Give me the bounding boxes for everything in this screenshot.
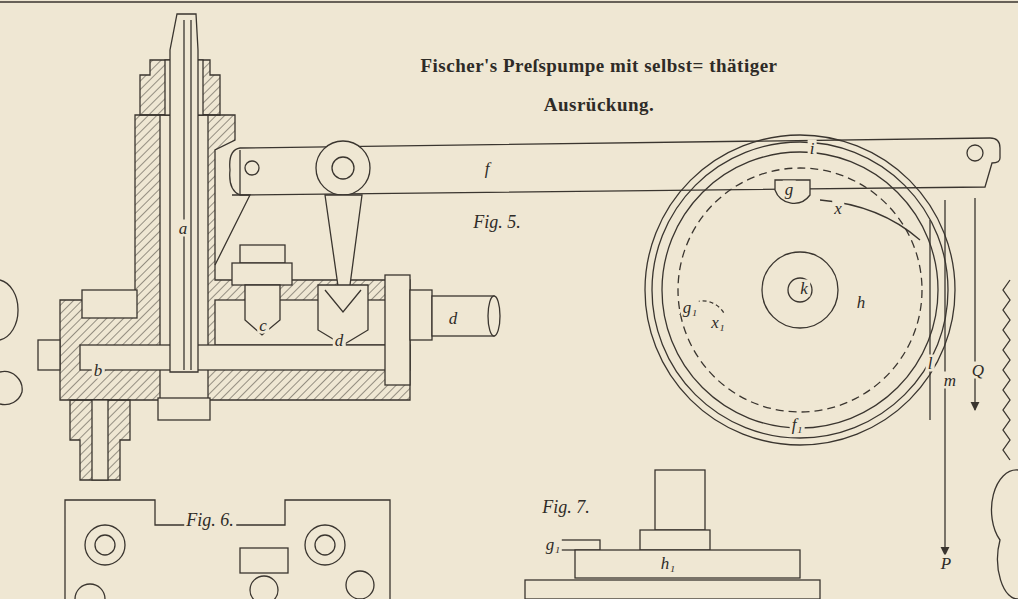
part-letter: h: [855, 294, 868, 311]
figure-number: Fig. 7.: [540, 498, 592, 516]
figure-number: Fig. 6.: [184, 511, 236, 529]
part-letter: d: [447, 310, 460, 327]
part-letter: f₁: [790, 416, 805, 433]
part-letter: l: [926, 355, 935, 372]
part-letter: a: [177, 220, 190, 237]
part-letter: Q: [970, 362, 986, 379]
part-letter: g₁: [681, 299, 699, 316]
part-letter: x₁: [709, 314, 726, 331]
part-letter: i: [808, 140, 817, 157]
part-letter: P: [939, 555, 953, 572]
part-letter: c: [257, 317, 269, 334]
plate-title: Fischer's Preſspumpe mit selbst= thätige…: [414, 46, 784, 124]
part-letter: x: [832, 200, 844, 217]
part-letter: d: [333, 332, 346, 349]
figure-number: Fig. 5.: [471, 213, 523, 231]
part-letter: h₁: [659, 555, 677, 572]
part-letter: k: [798, 280, 810, 297]
part-letter: b: [92, 362, 105, 379]
part-letter: g₁: [544, 536, 562, 553]
part-letter: g: [783, 181, 796, 198]
part-letter: f: [483, 160, 492, 177]
part-letter: m: [942, 372, 958, 389]
